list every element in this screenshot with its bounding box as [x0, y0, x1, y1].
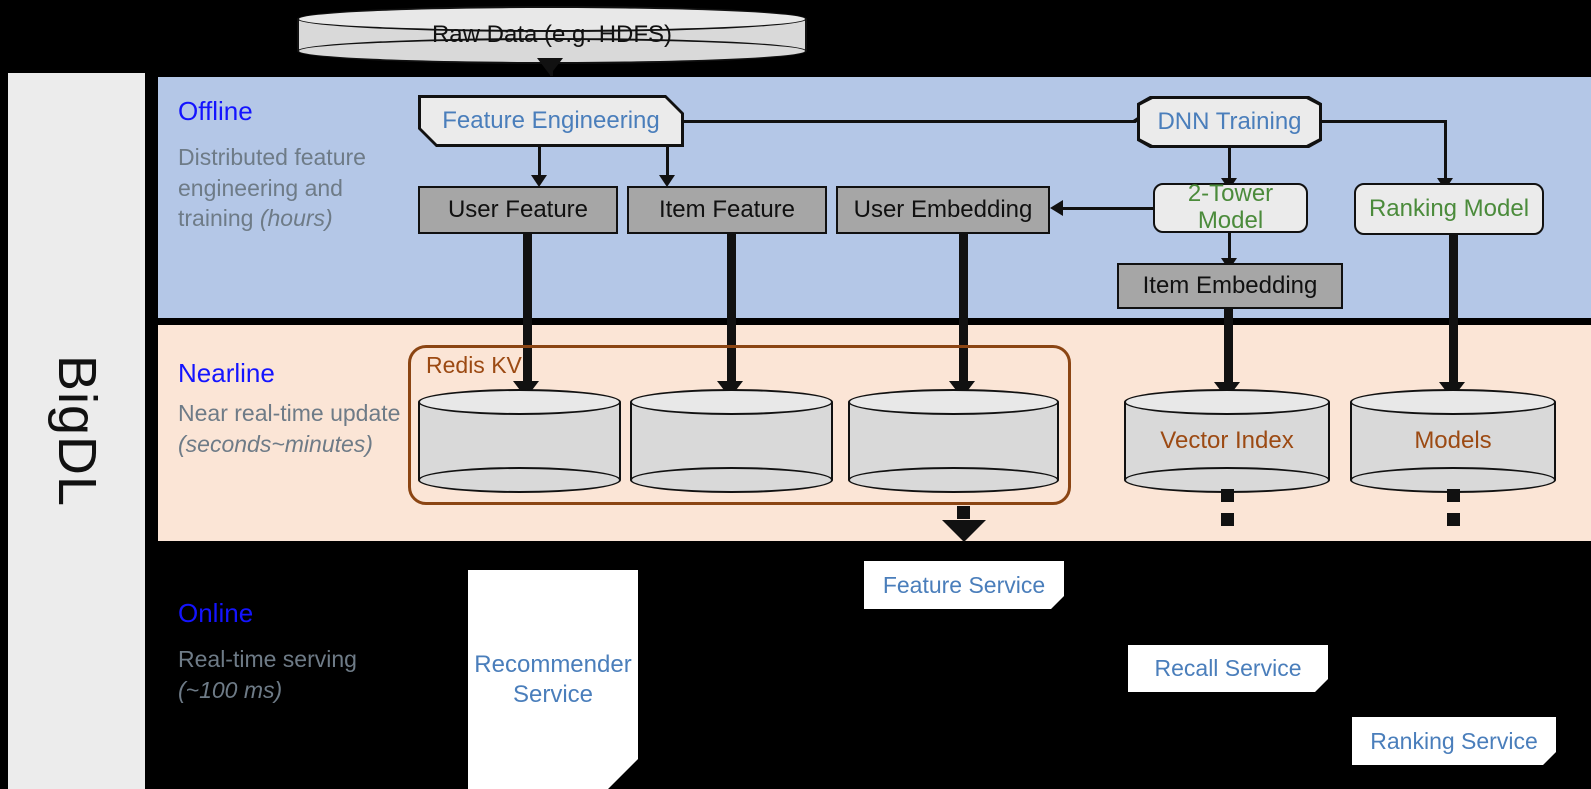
models-label: Models: [1414, 427, 1492, 454]
redis-kv-label: Redis KV: [426, 352, 522, 378]
dash-vectorindex-1: [1221, 489, 1234, 502]
user-feature-label: User Feature: [447, 195, 589, 223]
dash-models-2: [1447, 513, 1460, 526]
dnn-training-label: DNN Training: [1140, 99, 1319, 145]
two-tower-model-label: 2-Tower Model: [1187, 180, 1274, 234]
dash-models-1: [1447, 489, 1460, 502]
user-embedding-label: User Embedding: [853, 195, 1033, 223]
recommender-service-node[interactable]: Recommender Service: [468, 570, 638, 789]
ranking-model-label: Ranking Model: [1368, 194, 1530, 222]
kv-user-feature-cylinder[interactable]: [418, 389, 621, 493]
kv-item-feature-cylinder[interactable]: [630, 389, 833, 493]
pipe-itemfeature-kv: [727, 234, 736, 387]
ranking-service-label: Ranking Service: [1370, 727, 1538, 754]
pipe-rankingmodel-models: [1449, 235, 1458, 388]
two-tower-model-node[interactable]: 2-Tower Model: [1153, 180, 1308, 234]
conn-dnn-ranking-v: [1444, 120, 1447, 180]
conn-twotower-userembedding: [1063, 207, 1155, 210]
vector-index-cylinder[interactable]: Vector Index: [1124, 389, 1330, 493]
item-feature-label: Item Feature: [658, 195, 796, 223]
cylinder-top: [1124, 389, 1330, 415]
pipe-itemembedding-vectorindex: [1224, 309, 1233, 388]
cylinder-top: [418, 389, 621, 415]
cylinder-bottom: [848, 467, 1059, 493]
nearline-desc-text: Near real-time update: [178, 400, 401, 426]
dash-vectorindex-2: [1221, 513, 1234, 526]
recommender-service-label: Recommender Service: [474, 650, 632, 708]
arrowhead-fe-itemfeature: [659, 175, 675, 187]
kv-user-embedding-cylinder[interactable]: [848, 389, 1059, 493]
feature-engineering-node[interactable]: Feature Engineering: [418, 95, 684, 147]
arrowhead-fe-userfeature: [531, 175, 547, 187]
arrowhead-kv-featureservice: [942, 520, 986, 542]
nearline-desc: Near real-time update (seconds~minutes): [178, 398, 413, 459]
recall-service-label: Recall Service: [1154, 655, 1302, 682]
models-cylinder[interactable]: Models: [1350, 389, 1556, 493]
raw-data-cylinder: Raw Data (e.g. HDFS): [297, 6, 807, 64]
offline-desc-text: Distributed feature engineering and trai…: [178, 144, 366, 232]
arrowhead-rawdata-fe: [537, 58, 563, 75]
bigdl-label: BigDL: [46, 354, 107, 508]
conn-dnn-ranking-h: [1322, 120, 1446, 123]
conn-dnn-twotower: [1228, 148, 1231, 180]
conn-fe-itemfeature: [666, 147, 669, 177]
cylinder-top: [630, 389, 833, 415]
nearline-title: Nearline: [178, 358, 275, 388]
redis-kv-container: [408, 345, 1071, 505]
user-feature-node[interactable]: User Feature: [418, 186, 618, 234]
feature-service-label: Feature Service: [882, 571, 1046, 598]
item-embedding-label: Item Embedding: [1142, 271, 1318, 299]
online-title: Online: [178, 598, 254, 628]
conn-fe-userfeature: [538, 147, 541, 177]
offline-desc-em: (hours): [259, 205, 333, 232]
dnn-training-node[interactable]: DNN Training: [1137, 96, 1322, 148]
online-desc-text: Real-time serving: [178, 646, 357, 672]
bigdl-sidebar: BigDL: [8, 73, 145, 789]
cylinder-top: [1350, 389, 1556, 415]
item-feature-node[interactable]: Item Feature: [627, 186, 827, 234]
ranking-service-node[interactable]: Ranking Service: [1352, 717, 1556, 765]
conn-fe-dnn: [684, 120, 1136, 123]
cylinder-bottom: [630, 467, 833, 493]
arrowhead-twotower-userembedding: [1050, 200, 1063, 216]
user-embedding-node[interactable]: User Embedding: [836, 186, 1050, 234]
raw-data-label: Raw Data (e.g. HDFS): [431, 21, 673, 48]
cylinder-bottom: [418, 467, 621, 493]
offline-desc: Distributed feature engineering and trai…: [178, 142, 403, 234]
nearline-desc-em: (seconds~minutes): [178, 430, 373, 457]
offline-title: Offline: [178, 96, 253, 126]
pipe-userembedding-kv: [959, 234, 968, 387]
pipe-userfeature-kv: [523, 234, 532, 387]
ranking-model-node[interactable]: Ranking Model: [1354, 183, 1544, 235]
vector-index-label: Vector Index: [1160, 427, 1294, 454]
online-desc-em: (~100 ms): [178, 676, 283, 703]
feature-service-node[interactable]: Feature Service: [864, 561, 1064, 609]
cylinder-top: [848, 389, 1059, 415]
dash-featureservice-1: [957, 506, 970, 519]
cylinder-bottom: [1350, 467, 1556, 493]
recall-service-node[interactable]: Recall Service: [1128, 645, 1328, 692]
cylinder-bottom: [297, 38, 807, 64]
item-embedding-node[interactable]: Item Embedding: [1117, 263, 1343, 309]
conn-twotower-itemembedding: [1228, 233, 1231, 261]
cylinder-top: [297, 6, 807, 32]
feature-engineering-label: Feature Engineering: [421, 98, 681, 144]
online-desc: Real-time serving (~100 ms): [178, 644, 403, 705]
